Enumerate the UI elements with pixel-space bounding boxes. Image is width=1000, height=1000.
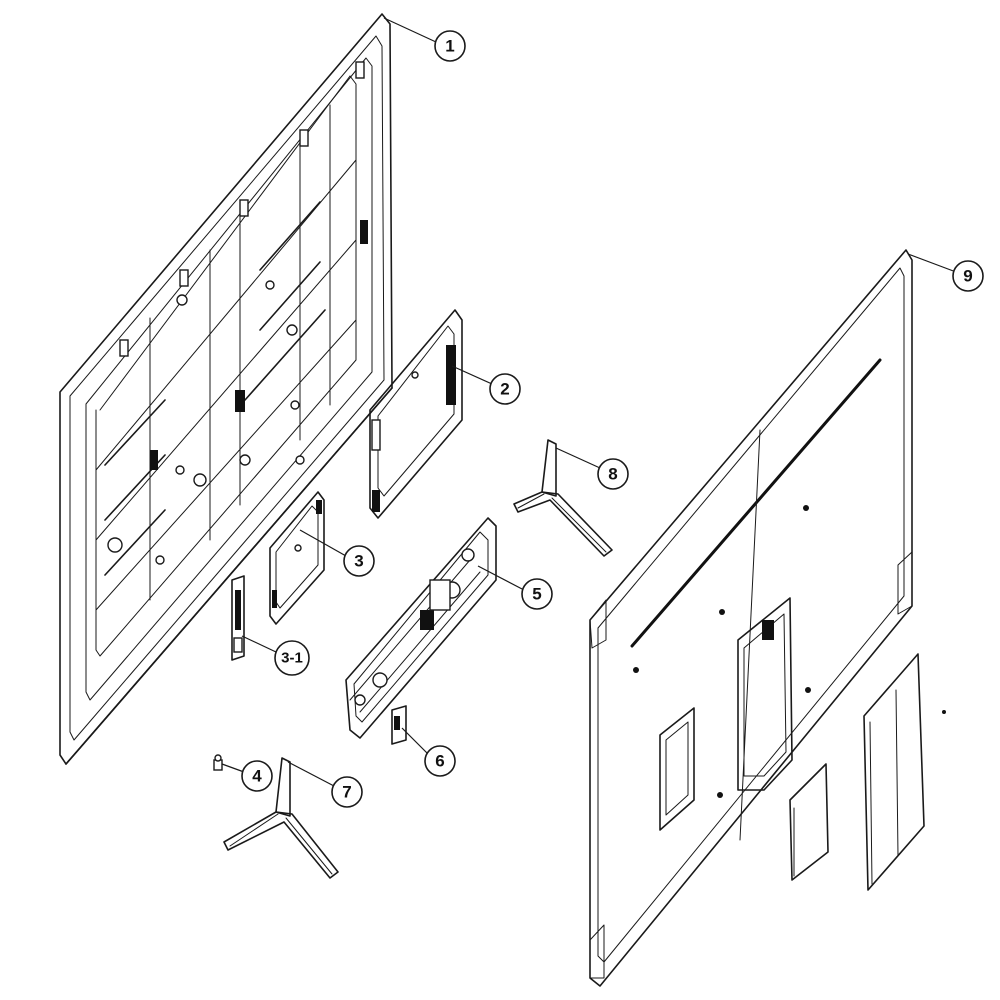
callout-1-label: 1 bbox=[445, 37, 454, 56]
stand-part-7 bbox=[223, 757, 339, 879]
rear-small-cover bbox=[789, 763, 829, 881]
callout-5-label: 5 bbox=[532, 585, 541, 604]
callout-6: 6 bbox=[401, 727, 456, 777]
speaker-assembly-part-5 bbox=[345, 517, 497, 739]
callout-8-label: 8 bbox=[608, 465, 617, 484]
display-panel-part-1 bbox=[59, 13, 393, 765]
callout-4-label: 4 bbox=[252, 767, 262, 786]
callout-3-1-label: 3-1 bbox=[281, 650, 303, 667]
power-board-part-2 bbox=[369, 309, 463, 519]
callout-6-label: 6 bbox=[435, 752, 444, 771]
rear-cover-part-9 bbox=[589, 249, 946, 987]
rear-tall-cover bbox=[863, 653, 925, 891]
stand-part-8 bbox=[513, 439, 613, 557]
callout-4: 4 bbox=[221, 760, 273, 792]
callout-5: 5 bbox=[477, 565, 553, 610]
main-board-part-3 bbox=[269, 491, 325, 625]
screw-part-4 bbox=[213, 754, 223, 771]
callout-7: 7 bbox=[287, 761, 363, 808]
callout-9-label: 9 bbox=[963, 267, 972, 286]
callout-1: 1 bbox=[383, 17, 466, 62]
callout-8: 8 bbox=[555, 447, 629, 490]
small-bracket-part-6 bbox=[391, 705, 407, 745]
callout-9: 9 bbox=[907, 253, 984, 292]
callout-2-label: 2 bbox=[500, 380, 509, 399]
callout-3-1: 3-1 bbox=[241, 635, 310, 676]
sub-board-part-3-1 bbox=[231, 575, 245, 661]
callout-2: 2 bbox=[451, 365, 521, 405]
callout-3: 3 bbox=[299, 529, 375, 577]
callout-3-label: 3 bbox=[354, 552, 363, 571]
callout-7-label: 7 bbox=[342, 783, 351, 802]
